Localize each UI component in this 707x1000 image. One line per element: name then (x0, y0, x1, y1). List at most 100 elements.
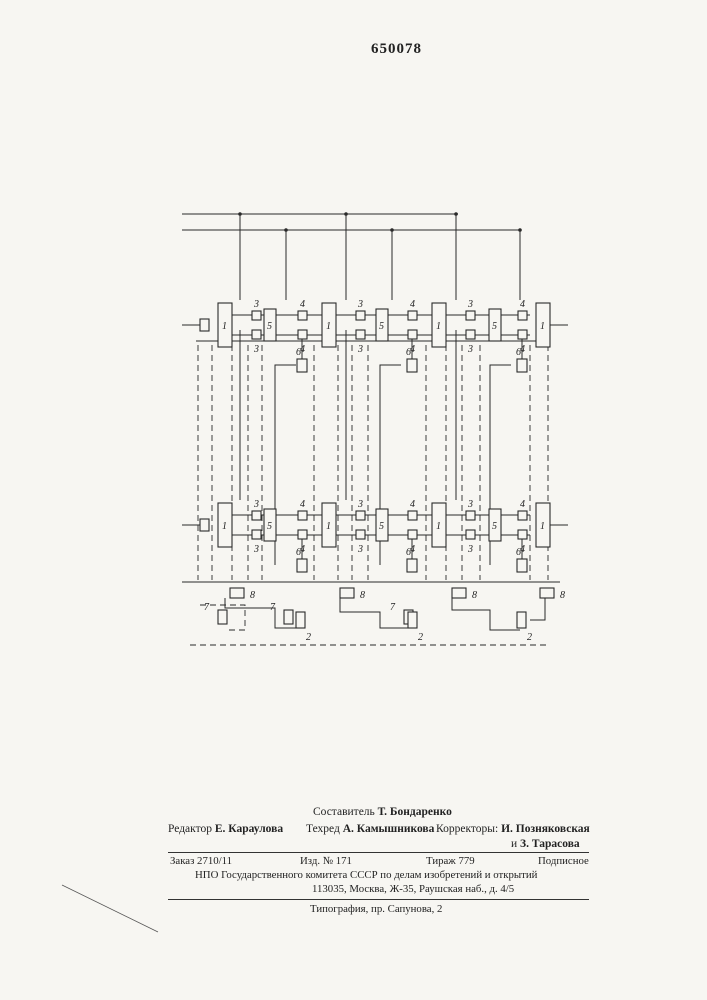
publisher-address: 113035, Москва, Ж-35, Раушская наб., д. … (312, 883, 514, 895)
bottom-row-label-6: 6 (516, 547, 521, 558)
bottom-row-element-3 (466, 511, 475, 520)
bottom-row-block-6 (517, 559, 527, 572)
label-8: 8 (250, 590, 255, 601)
bottom-row-label-4: 4 (300, 499, 305, 510)
top-row-label-3: 3 (253, 299, 259, 310)
top-row-block-6 (517, 359, 527, 372)
bottom-row-element-3 (252, 511, 261, 520)
issue-number: Изд. № 171 (300, 855, 352, 867)
publisher-organization: НПО Государственного комитета СССР по де… (195, 869, 537, 881)
top-row-label-4: 4 (300, 299, 305, 310)
proofreader-2-line: и З. Тарасова (511, 838, 580, 850)
divider-top (168, 852, 589, 853)
top-row-element-4 (518, 311, 527, 320)
top-row-element-3 (466, 311, 475, 320)
bottom-row-element-4 (518, 511, 527, 520)
top-row-block-6 (407, 359, 417, 372)
feedback-wire (340, 598, 410, 628)
bottom-row-label-3: 3 (467, 499, 473, 510)
top-row-element-4 (408, 311, 417, 320)
bottom-row-label-1: 1 (436, 521, 441, 532)
printing-house: Типография, пр. Сапунова, 2 (310, 903, 442, 915)
editor-label: Редактор (168, 823, 212, 835)
bottom-row-label-1: 1 (222, 521, 227, 532)
block-2 (408, 612, 417, 628)
label-2: 2 (418, 632, 423, 643)
compiler-name: Т. Бондаренко (378, 806, 452, 818)
top-row-element-4 (408, 330, 417, 339)
editor-name: Е. Караулова (215, 823, 283, 835)
compiler-line: Составитель Т. Бондаренко (313, 806, 452, 818)
label-8: 8 (472, 590, 477, 601)
top-row-element-4 (298, 330, 307, 339)
bottom-row-label-3: 3 (357, 544, 363, 555)
block-8 (540, 588, 554, 598)
bottom-row-label-6: 6 (406, 547, 411, 558)
block-2 (296, 612, 305, 628)
label-2: 2 (527, 632, 532, 643)
tech-editor-label: Техред (306, 823, 340, 835)
bottom-row-block-6 (407, 559, 417, 572)
label-7: 7 (390, 602, 396, 613)
label-2: 2 (306, 632, 311, 643)
top-row-label-6: 6 (296, 347, 301, 358)
bottom-row-label-3: 3 (467, 544, 473, 555)
bottom-row-element-4 (298, 511, 307, 520)
block-8 (340, 588, 354, 598)
top-row-label-3: 3 (467, 299, 473, 310)
top-row-label-4: 4 (520, 299, 525, 310)
bottom-row-label-3: 3 (357, 499, 363, 510)
order-number: Заказ 2710/11 (170, 855, 232, 867)
top-row-element-3 (466, 330, 475, 339)
bottom-row-input-gate (200, 519, 209, 531)
bottom-row-label-3: 3 (253, 544, 259, 555)
proofreader-1: И. Позняковская (501, 823, 590, 835)
tech-editor-name: А. Камышникова (343, 823, 435, 835)
bottom-row-element-4 (298, 530, 307, 539)
block-7 (284, 610, 293, 624)
bottom-row-label-4: 4 (410, 499, 415, 510)
label-7: 7 (204, 602, 210, 613)
top-row-label-3: 3 (467, 344, 473, 355)
feedback-wire (530, 598, 545, 620)
bottom-row-block-6 (297, 559, 307, 572)
bottom-row-element-4 (518, 530, 527, 539)
scan-scratch (62, 885, 158, 932)
block-2 (517, 612, 526, 628)
bottom-row-element-4 (408, 511, 417, 520)
top-row-label-4: 4 (410, 299, 415, 310)
editor-line: Редактор Е. Караулова (168, 823, 283, 835)
block-8 (230, 588, 244, 598)
top-row-element-4 (298, 311, 307, 320)
proofreader-2-prefix: и (511, 838, 517, 850)
divider-bottom (168, 899, 589, 900)
top-row-element-3 (252, 330, 261, 339)
top-row-label-5: 5 (379, 321, 384, 332)
bottom-row-element-3 (356, 511, 365, 520)
bottom-row-element-3 (252, 530, 261, 539)
top-row-label-1: 1 (222, 321, 227, 332)
bottom-row-label-6: 6 (296, 547, 301, 558)
bottom-row-label-4: 4 (520, 499, 525, 510)
junction-dot (390, 228, 394, 232)
bottom-row-label-5: 5 (492, 521, 497, 532)
block-7 (218, 610, 227, 624)
junction-dot (284, 228, 288, 232)
feedback-wire (452, 598, 520, 630)
junction-dot (344, 212, 348, 216)
label-8: 8 (360, 590, 365, 601)
bottom-row-label-1: 1 (326, 521, 331, 532)
top-row-element-4 (518, 330, 527, 339)
bottom-row-label-3: 3 (253, 499, 259, 510)
top-row-block-6 (297, 359, 307, 372)
top-row-label-5: 5 (267, 321, 272, 332)
top-row-label-1: 1 (540, 321, 545, 332)
bottom-row-label-1: 1 (540, 521, 545, 532)
top-row-element-3 (356, 330, 365, 339)
bottom-row-element-3 (466, 530, 475, 539)
junction-dot (518, 228, 522, 232)
tech-editor-line: Техред А. Камышникова (306, 823, 434, 835)
top-row-label-6: 6 (516, 347, 521, 358)
top-row-input-gate (200, 319, 209, 331)
bottom-row-label-5: 5 (267, 521, 272, 532)
